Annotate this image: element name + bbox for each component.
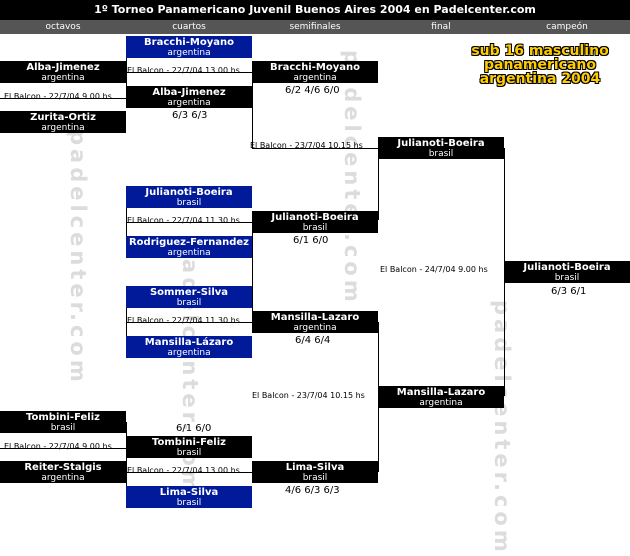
category-headline: sub 16 masculino panamericano argentina … (455, 44, 625, 86)
match-score: 6/4 6/4 (295, 335, 331, 346)
match-info: El Balcon - 22/7/04 11.30 hs (127, 316, 240, 325)
team-name: Reiter-Stalgis (24, 462, 102, 473)
watermark: padelcenter.com (340, 50, 364, 306)
page-title: 1º Torneo Panamericano Juvenil Buenos Ai… (0, 0, 630, 20)
bracket-line (126, 472, 252, 473)
round-semifinales: semifinales (289, 22, 341, 32)
team-country: argentina (167, 348, 211, 358)
team-box: Zurita-Ortiz argentina (0, 111, 126, 133)
bracket-line (252, 222, 253, 322)
team-name: Lima-Silva (285, 462, 345, 473)
team-country: argentina (167, 98, 211, 108)
match-info: El Balcon - 22/7/04 9.00 hs (4, 442, 112, 451)
round-octavos: octavos (45, 22, 81, 32)
team-box: Bracchi-Moyano argentina (126, 36, 252, 58)
round-campeon: campeón (546, 22, 588, 32)
team-country: argentina (419, 398, 463, 408)
bracket-line (252, 72, 253, 148)
match-info: El Balcon - 23/7/04 10.15 hs (250, 141, 363, 150)
team-box: Sommer-Silva brasil (126, 286, 252, 308)
match-score: 4/6 6/3 6/3 (285, 485, 340, 496)
team-name: Mansilla-Lázaro (144, 337, 234, 348)
bracket-line (0, 98, 126, 99)
champion-box: Julianoti-Boeira brasil (504, 261, 630, 283)
match-score: 6/3 6/3 (172, 110, 208, 121)
team-box: Mansilla-Lazaro argentina (252, 311, 378, 333)
team-country: argentina (41, 123, 85, 133)
team-name: Sommer-Silva (149, 287, 229, 298)
match-score: 6/1 6/0 (293, 235, 329, 246)
team-name: Mansilla-Lazaro (270, 312, 360, 323)
team-country: brasil (428, 149, 454, 159)
team-box: Mansilla-Lazaro argentina (378, 386, 504, 408)
team-country: brasil (302, 473, 328, 483)
team-box: Alba-Jimenez argentina (126, 86, 252, 108)
team-box: Lima-Silva brasil (126, 486, 252, 508)
watermark: padelcenter.com (66, 130, 90, 386)
match-score: 6/2 4/6 6/0 (285, 85, 340, 96)
team-name: Mansilla-Lazaro (396, 387, 486, 398)
team-country: brasil (176, 448, 202, 458)
team-box: Alba-Jimenez argentina (0, 61, 126, 83)
match-info: El Balcon - 22/7/04 11.30 hs (127, 216, 240, 225)
team-box: Tombini-Feliz brasil (126, 436, 252, 458)
team-country: argentina (167, 48, 211, 58)
headline-line: sub 16 masculino (471, 43, 609, 59)
team-box: Mansilla-Lázaro argentina (126, 336, 252, 358)
headline-line: argentina 2004 (479, 71, 601, 87)
team-name: Tombini-Feliz (26, 412, 100, 423)
team-country: argentina (41, 73, 85, 83)
team-name: Zurita-Ortiz (30, 112, 96, 123)
team-country: brasil (554, 273, 580, 283)
team-name: Julianoti-Boeira (271, 212, 359, 223)
team-name: Julianoti-Boeira (397, 138, 485, 149)
team-country: brasil (176, 298, 202, 308)
team-box: Rodriguez-Fernandez argentina (126, 236, 252, 258)
match-info: El Balcon - 23/7/04 10.15 hs (252, 391, 365, 400)
match-info: El Balcon - 22/7/04 13.00 hs (127, 66, 240, 75)
match-info: El Balcon - 24/7/04 9.00 hs (380, 265, 488, 274)
match-info: El Balcon - 22/7/04 13.00 hs (127, 466, 240, 475)
team-name: Alba-Jimenez (152, 87, 226, 98)
bracket-line (126, 222, 252, 223)
team-name: Bracchi-Moyano (144, 37, 234, 48)
round-final: final (431, 22, 451, 32)
team-box: Bracchi-Moyano argentina (252, 61, 378, 83)
bracket-line (126, 422, 127, 498)
bracket-line (378, 148, 379, 220)
team-name: Rodriguez-Fernandez (128, 237, 249, 248)
match-score: 6/1 6/0 (176, 423, 212, 434)
team-name: Tombini-Feliz (152, 437, 226, 448)
bracket-line (126, 72, 252, 73)
team-country: brasil (302, 223, 328, 233)
team-name: Alba-Jimenez (26, 62, 100, 73)
team-country: brasil (176, 198, 202, 208)
team-box: Julianoti-Boeira brasil (126, 186, 252, 208)
team-name: Lima-Silva (159, 487, 219, 498)
team-country: brasil (50, 423, 76, 433)
team-box: Reiter-Stalgis argentina (0, 461, 126, 483)
team-country: argentina (167, 248, 211, 258)
team-box: Tombini-Feliz brasil (0, 411, 126, 433)
team-country: argentina (293, 73, 337, 83)
team-name: Julianoti-Boeira (145, 187, 233, 198)
round-header-bar: octavos cuartos semifinales final campeó… (0, 20, 630, 34)
team-country: argentina (41, 473, 85, 483)
bracket-line (126, 322, 252, 323)
match-score: 6/3 6/1 (551, 286, 587, 297)
watermark: padelcenter.com (490, 300, 514, 556)
match-info: El Balcon - 22/7/04 9.00 hs (4, 92, 112, 101)
team-country: brasil (176, 498, 202, 508)
headline-line: panamericano (484, 57, 596, 73)
team-box: Julianoti-Boeira brasil (252, 211, 378, 233)
team-country: argentina (293, 323, 337, 333)
bracket-line (252, 148, 378, 149)
team-name: Bracchi-Moyano (270, 62, 360, 73)
bracket-line (0, 448, 126, 449)
team-name: Julianoti-Boeira (523, 262, 611, 273)
team-box: Julianoti-Boeira brasil (378, 137, 504, 159)
team-box: Lima-Silva brasil (252, 461, 378, 483)
round-cuartos: cuartos (172, 22, 206, 32)
